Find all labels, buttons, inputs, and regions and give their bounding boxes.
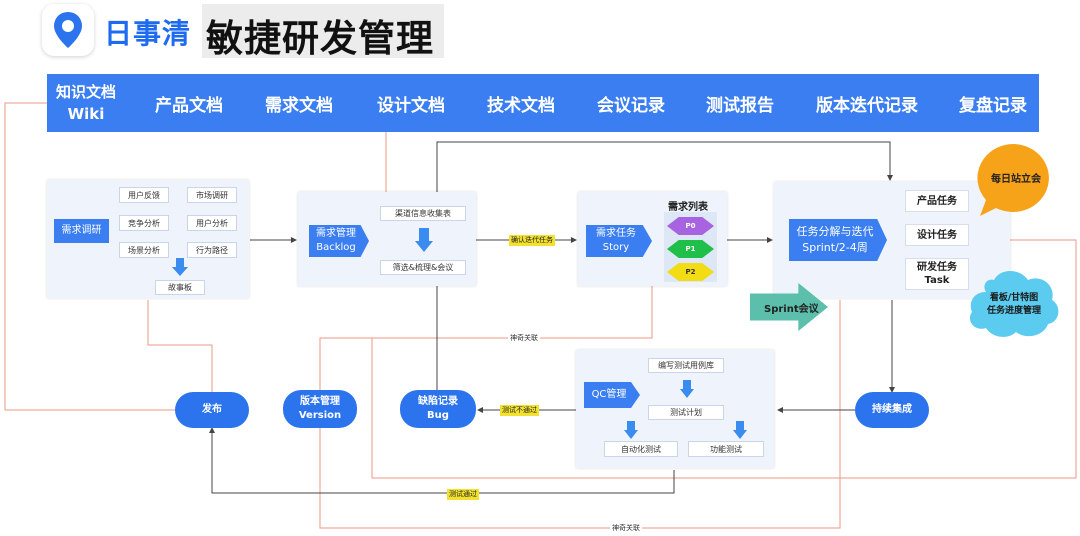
- brand-logo: [42, 4, 94, 56]
- test-fail-label: 测试不通过: [500, 405, 539, 416]
- research-item: 市场调研: [187, 187, 237, 203]
- backlog-badge-label: 需求管理: [316, 228, 356, 239]
- nav-item-test-report[interactable]: 测试报告: [706, 95, 774, 116]
- standup-label: 每日站立会: [991, 174, 1041, 185]
- location-pin-icon: [54, 12, 82, 48]
- priority-p0: P0: [667, 217, 714, 235]
- title-background: [202, 4, 444, 58]
- dev-task-box: 研发任务 Task: [905, 258, 969, 290]
- version-pill[interactable]: 版本管理 Version: [283, 390, 357, 428]
- sprint-badge-label: 任务分解与迭代: [796, 225, 874, 238]
- research-item: 行为路径: [187, 242, 237, 258]
- wiki-to-release-line: [4, 102, 175, 411]
- info-collect-box: 渠道信息收集表: [380, 206, 466, 221]
- qc-badge: QC管理: [584, 382, 640, 408]
- speech-bubble-icon: [977, 143, 1049, 216]
- product-task-label: 产品任务: [917, 195, 957, 207]
- down-arrow-icon: [415, 228, 433, 252]
- research-item: 用户反馈: [119, 187, 169, 203]
- nav-item-product-doc[interactable]: 产品文档: [155, 95, 223, 116]
- brand-name: 日事清: [104, 17, 192, 50]
- nav-item-design-doc[interactable]: 设计文档: [377, 95, 445, 116]
- nav-item-requirement-doc[interactable]: 需求文档: [265, 95, 333, 116]
- sprint-badge-sublabel: Sprint/2-4周: [802, 241, 868, 254]
- test-plan-box: 测试计划: [648, 405, 724, 420]
- design-task-label: 设计任务: [917, 229, 957, 241]
- story-badge-label: 需求任务: [596, 228, 636, 239]
- down-arrow-icon: [172, 258, 188, 276]
- product-task-box: 产品任务: [905, 190, 969, 212]
- bug-pill[interactable]: 缺陷记录 Bug: [400, 390, 476, 428]
- down-arrow-icon: [733, 421, 747, 439]
- board-link-line: [371, 239, 1077, 479]
- page-title: 敏捷研发管理: [206, 17, 434, 60]
- write-test-cases-box: 编写测试用例库: [648, 358, 724, 373]
- research-release-line: [147, 300, 213, 395]
- nav-wiki-label: 知识文档: [55, 83, 116, 101]
- auto-test-box: 自动化测试: [604, 441, 678, 457]
- dev-task-label: 研发任务: [917, 262, 957, 273]
- task-link-label: 神奇关联: [508, 334, 540, 343]
- research-item: 用户分析: [187, 215, 237, 231]
- nav-item-meeting-notes[interactable]: 会议记录: [597, 95, 665, 116]
- board-label: 看板/甘特图 任务进度管理: [972, 292, 1056, 318]
- task-link-label: 神奇关联: [610, 524, 642, 533]
- nav-item-tech-doc[interactable]: 技术文档: [487, 95, 555, 116]
- down-arrow-icon: [624, 421, 638, 439]
- qc-to-release-arrow: [209, 427, 675, 494]
- function-test-box: 功能测试: [688, 441, 764, 457]
- review-meeting-box: 筛选&梳理&会议: [380, 260, 466, 275]
- bug-sublabel: Bug: [427, 410, 449, 421]
- wiki-nav-bar: 知识文档 Wiki 产品文档 需求文档 设计文档 技术文档 会议记录 测试报告 …: [47, 74, 1039, 132]
- nav-item-wiki[interactable]: 知识文档 Wiki: [47, 74, 125, 132]
- version-label: 版本管理: [300, 396, 340, 407]
- design-task-box: 设计任务: [905, 224, 969, 246]
- confirm-iteration-label: 确认迭代任务: [509, 235, 555, 246]
- nav-wiki-sublabel: Wiki: [67, 105, 105, 123]
- ci-pill[interactable]: 持续集成: [855, 392, 929, 428]
- story-badge-sublabel: Story: [602, 242, 630, 253]
- backlog-badge: 需求管理 Backlog: [309, 225, 369, 257]
- priority-p2: P2: [667, 263, 714, 281]
- story-badge: 需求任务 Story: [586, 225, 652, 257]
- storyboard-box: 故事板: [155, 280, 205, 295]
- bug-label: 缺陷记录: [418, 396, 458, 407]
- down-arrow-icon: [680, 380, 694, 398]
- cloud-icon: [969, 271, 1059, 337]
- release-pill[interactable]: 发布: [175, 392, 249, 428]
- research-badge: 需求调研: [54, 219, 109, 243]
- sprint-badge: 任务分解与迭代 Sprint/2-4周: [789, 219, 887, 261]
- dev-task-sublabel: Task: [924, 275, 950, 286]
- backlog-badge-sublabel: Backlog: [316, 242, 356, 253]
- version-sublabel: Version: [298, 410, 342, 421]
- nav-item-version-record[interactable]: 版本迭代记录: [816, 95, 918, 116]
- test-pass-label: 测试通过: [447, 489, 479, 500]
- board-label-line2: 任务进度管理: [986, 306, 1041, 316]
- requirement-list-title: 需求列表: [668, 202, 708, 213]
- board-label-line1: 看板/甘特图: [989, 293, 1039, 303]
- priority-p1: P1: [667, 240, 714, 258]
- research-item: 场景分析: [119, 242, 169, 258]
- task-link-line: [319, 285, 841, 529]
- research-item: 竞争分析: [119, 215, 169, 231]
- sprint-meeting-label: Sprint会议: [764, 303, 819, 315]
- nav-item-retro-record[interactable]: 复盘记录: [959, 95, 1027, 116]
